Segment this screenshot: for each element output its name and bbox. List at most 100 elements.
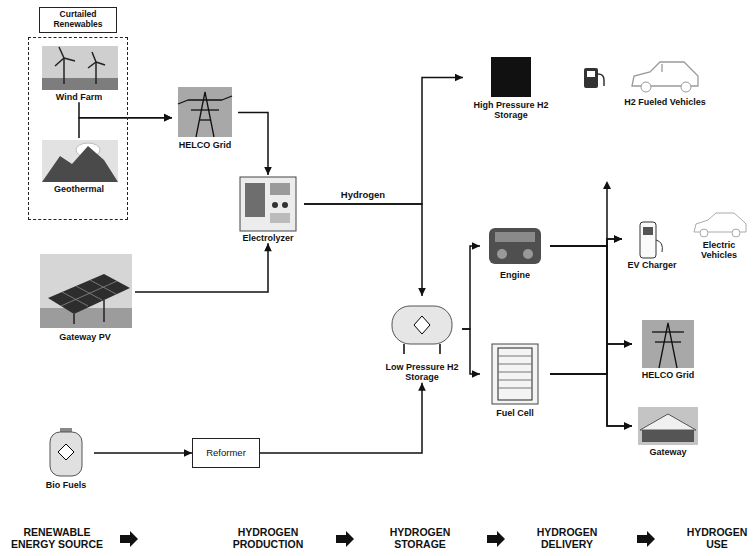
flow-line bbox=[238, 113, 268, 176]
flow-arrow bbox=[462, 242, 480, 329]
flow-arrow bbox=[79, 114, 172, 138]
flow-line bbox=[550, 374, 632, 426]
node-label: Engine bbox=[500, 270, 530, 280]
node-label: HELCO Grid bbox=[179, 140, 232, 150]
stage-label-frame: RENEWABLE ENERGY SOURCE bbox=[2, 526, 112, 550]
group-header-frame: Curtailed Renewables bbox=[39, 7, 117, 33]
grid-node: HELCO Grid bbox=[172, 85, 238, 150]
edge-label: Hydrogen bbox=[341, 190, 385, 201]
grid-pylon-picture bbox=[178, 87, 232, 137]
flow-line bbox=[550, 239, 622, 246]
node-label: Electrolyzer bbox=[242, 233, 293, 243]
source-node: Geothermal bbox=[37, 138, 121, 194]
arrow-head bbox=[264, 243, 272, 251]
node-label: Electric Vehicles bbox=[686, 240, 752, 261]
flow-line bbox=[550, 246, 632, 344]
flow-arrow bbox=[550, 235, 622, 374]
flow-arrow bbox=[550, 246, 632, 430]
arrow-head bbox=[472, 370, 480, 378]
fuel-cell-picture bbox=[492, 344, 538, 404]
flow-line bbox=[304, 78, 463, 205]
source-node: Gateway PV bbox=[35, 252, 135, 342]
flow-line bbox=[79, 118, 172, 138]
edge-label-frame: Hydrogen bbox=[339, 190, 387, 201]
use-node: EV Charger bbox=[622, 218, 682, 270]
flow-arrow bbox=[550, 246, 632, 348]
arrow-head bbox=[624, 422, 632, 430]
flow-line bbox=[550, 246, 632, 426]
flow-arrow bbox=[304, 204, 426, 296]
arrow-head bbox=[418, 383, 426, 391]
tank-picture bbox=[392, 306, 452, 354]
stage-label: RENEWABLE ENERGY SOURCE bbox=[2, 526, 112, 550]
stage-label: HYDROGEN STORAGE bbox=[370, 526, 470, 550]
engine-picture bbox=[489, 228, 541, 264]
arrow-head bbox=[614, 235, 622, 243]
flow-line bbox=[462, 246, 480, 329]
charger-picture bbox=[640, 222, 662, 258]
arrow-head bbox=[614, 235, 622, 243]
storage-node: Low Pressure H2 Storage bbox=[382, 296, 462, 383]
arrow-head bbox=[164, 114, 172, 122]
electrolyzer-picture bbox=[240, 177, 296, 231]
delivery-node: Fuel Cell bbox=[480, 340, 550, 418]
fuel-tank-picture bbox=[50, 428, 82, 476]
node-label: Geothermal bbox=[54, 184, 104, 194]
geothermal-picture bbox=[42, 140, 118, 182]
node-label: Wind Farm bbox=[56, 92, 102, 102]
building-picture bbox=[638, 407, 698, 445]
group-heading: Curtailed Renewables bbox=[40, 10, 116, 30]
flow-arrow bbox=[550, 235, 622, 246]
flow-arrow bbox=[550, 374, 632, 430]
pump-icon bbox=[584, 68, 604, 88]
flow-line bbox=[550, 344, 632, 374]
grid-pylon-picture bbox=[642, 320, 694, 368]
node-label: Bio Fuels bbox=[46, 480, 87, 490]
flow-arrow bbox=[135, 243, 272, 292]
node-label: EV Charger bbox=[627, 260, 676, 270]
flow-arrow bbox=[304, 74, 463, 204]
arrow-head bbox=[418, 288, 426, 296]
stage-label: HYDROGEN DELIVERY bbox=[517, 526, 617, 550]
flow-arrow bbox=[260, 383, 426, 453]
source-node: Wind Farm bbox=[37, 44, 121, 102]
arrow-head bbox=[472, 242, 480, 250]
storage-node: High Pressure H2 Storage bbox=[463, 55, 559, 121]
flow-arrow bbox=[94, 449, 192, 457]
stage-label-frame: HYDROGEN USE bbox=[682, 526, 752, 550]
flow-line bbox=[135, 243, 268, 292]
dashed-group: Curtailed RenewablesWind FarmGeothermal bbox=[28, 37, 128, 220]
node-label: H2 Fueled Vehicles bbox=[624, 97, 706, 107]
node-label: High Pressure H2 Storage bbox=[463, 100, 559, 121]
node-label: Gateway PV bbox=[59, 332, 111, 342]
wind-farm-picture bbox=[42, 46, 118, 90]
arrow-head bbox=[184, 449, 192, 457]
flow-arrow bbox=[550, 340, 632, 374]
flow-arrow bbox=[462, 329, 480, 378]
arrow-head bbox=[264, 167, 272, 175]
stage-label-frame: HYDROGEN PRODUCTION bbox=[218, 526, 318, 550]
flow-arrow bbox=[79, 102, 172, 121]
production-node: Electrolyzer bbox=[232, 175, 304, 243]
node-label: HELCO Grid bbox=[642, 370, 695, 380]
source-node: Bio Fuels bbox=[38, 425, 94, 490]
flow-line bbox=[462, 329, 480, 374]
flow-line bbox=[304, 204, 422, 296]
storage-block-picture bbox=[491, 57, 531, 97]
arrow-head bbox=[624, 340, 632, 348]
process-box: Reformer bbox=[192, 438, 260, 468]
stage-label-frame: HYDROGEN STORAGE bbox=[370, 526, 470, 550]
flow-line bbox=[94, 452, 192, 454]
solar-panel-picture bbox=[40, 254, 132, 328]
arrow-head bbox=[624, 422, 632, 430]
node-label: Gateway bbox=[649, 447, 686, 457]
flow-line bbox=[550, 239, 622, 374]
flow-line bbox=[260, 383, 422, 453]
flow-line bbox=[79, 102, 172, 117]
use-node: HELCO Grid bbox=[632, 318, 704, 380]
stage-label-frame: HYDROGEN DELIVERY bbox=[517, 526, 617, 550]
delivery-node: Engine bbox=[480, 222, 550, 280]
